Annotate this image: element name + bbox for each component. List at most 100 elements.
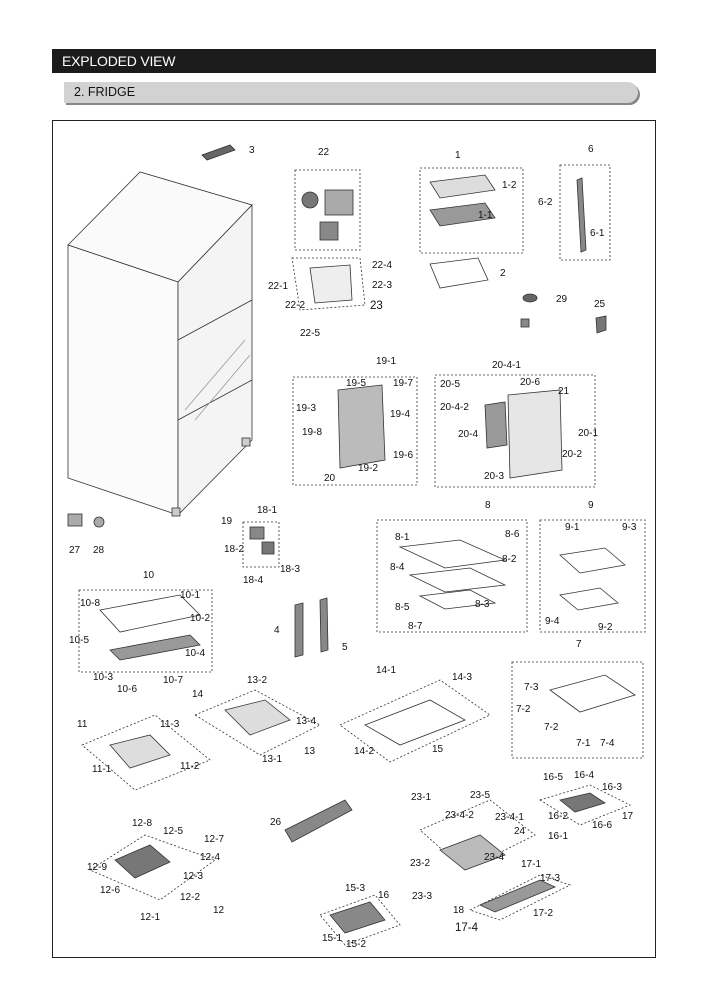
callout-label: 19-5 bbox=[346, 378, 366, 389]
callout-label: 7-2 bbox=[516, 704, 531, 715]
callout-label: 12-2 bbox=[180, 892, 200, 903]
callout-label: 15 bbox=[432, 744, 444, 755]
callout-label: 2 bbox=[500, 268, 506, 279]
callout-label: 7-3 bbox=[524, 682, 539, 693]
callout-label: 20-4-1 bbox=[492, 360, 521, 371]
callout-label: 22-2 bbox=[285, 300, 305, 311]
callout-label: 9-1 bbox=[565, 522, 580, 533]
callout-label: 22-3 bbox=[372, 280, 392, 291]
callout-label: 16-3 bbox=[602, 782, 622, 793]
callout-label: 5 bbox=[342, 642, 348, 653]
header-bar: EXPLODED VIEW bbox=[52, 49, 656, 73]
callout-label: 17-1 bbox=[521, 859, 541, 870]
callout-label: 16-1 bbox=[548, 831, 568, 842]
callout-label: 16 bbox=[378, 890, 390, 901]
callout-labels: 1 1-1 1-2 2 3 4 5 6 6-1 6-2 7 7-1 7-2 7-… bbox=[69, 144, 637, 950]
diagram-frame bbox=[52, 120, 656, 958]
callout-label: 12-6 bbox=[100, 885, 120, 896]
callout-label: 10-8 bbox=[80, 598, 100, 609]
callout-label: 4 bbox=[274, 625, 280, 636]
callout-label: 1-1 bbox=[478, 210, 493, 221]
fridge-cabinet-drawing bbox=[67, 171, 253, 517]
callout-label: 8-3 bbox=[475, 599, 490, 610]
callout-label: 22-1 bbox=[268, 281, 288, 292]
section-title: 2. FRIDGE bbox=[74, 85, 136, 99]
callout-label: 23-4 bbox=[484, 852, 504, 863]
callout-label: 10-1 bbox=[180, 590, 200, 601]
callout-label: 12-1 bbox=[140, 912, 160, 923]
callout-label: 23-4-2 bbox=[445, 810, 474, 821]
callout-label: 19-8 bbox=[302, 427, 322, 438]
callout-label: 15-3 bbox=[345, 883, 365, 894]
callout-label: 17-3 bbox=[540, 873, 560, 884]
callout-label: 7 bbox=[576, 639, 582, 650]
callout-label: 19-3 bbox=[296, 403, 316, 414]
callout-label: 25 bbox=[594, 299, 606, 310]
callout-label: 1-2 bbox=[502, 180, 517, 191]
callout-label: 23-4-1 bbox=[495, 812, 524, 823]
callout-label: 13-2 bbox=[247, 675, 267, 686]
callout-label: 1 bbox=[455, 150, 461, 161]
callout-label: 9-2 bbox=[598, 622, 613, 633]
callout-label: 20-4-2 bbox=[440, 402, 469, 413]
callout-label: 8 bbox=[485, 500, 491, 511]
callout-label: 23-3 bbox=[412, 891, 432, 902]
callout-label: 9-3 bbox=[622, 522, 637, 533]
callout-label: 11-2 bbox=[180, 761, 200, 772]
callout-label: 10 bbox=[143, 570, 155, 581]
callout-label: 12-8 bbox=[132, 818, 152, 829]
callout-label: 18 bbox=[453, 905, 465, 916]
callout-label: 23-2 bbox=[410, 858, 430, 869]
callout-label: 18-2 bbox=[224, 544, 244, 555]
callout-label: 22 bbox=[318, 147, 330, 158]
section-tab: 2. FRIDGE bbox=[64, 82, 638, 103]
callout-label: 12-9 bbox=[87, 862, 107, 873]
callout-label: 14-1 bbox=[376, 665, 396, 676]
callout-label: 12-4 bbox=[200, 852, 220, 863]
callout-label: 12-3 bbox=[183, 871, 203, 882]
callout-label: 12 bbox=[213, 905, 225, 916]
callout-label: 6-2 bbox=[538, 197, 553, 208]
callout-label: 10-5 bbox=[69, 635, 89, 646]
callout-label: 15-1 bbox=[322, 933, 342, 944]
callout-label: 27 bbox=[69, 545, 81, 556]
callout-label: 10-6 bbox=[117, 684, 137, 695]
callout-label: 23 bbox=[370, 300, 383, 312]
callout-label: 16-5 bbox=[543, 772, 563, 783]
callout-label: 21 bbox=[558, 386, 570, 397]
callout-label: 9-4 bbox=[545, 616, 560, 627]
callout-label: 26 bbox=[270, 817, 282, 828]
callout-label: 14 bbox=[192, 689, 204, 700]
callout-label: 18-3 bbox=[280, 564, 300, 575]
callout-label: 17 bbox=[622, 811, 634, 822]
callout-label: 9 bbox=[588, 500, 594, 511]
callout-label: 15-2 bbox=[346, 939, 366, 950]
callout-label: 16-4 bbox=[574, 770, 594, 781]
callout-label: 10-3 bbox=[93, 672, 113, 683]
callout-label: 13-4 bbox=[296, 716, 316, 727]
callout-label: 22-4 bbox=[372, 260, 392, 271]
callout-label: 20-1 bbox=[578, 428, 598, 439]
callout-label: 8-2 bbox=[502, 554, 517, 565]
callout-label: 19-2 bbox=[358, 463, 378, 474]
callout-label: 6-1 bbox=[590, 228, 605, 239]
callout-label: 19-7 bbox=[393, 378, 413, 389]
part-3-drawing bbox=[201, 144, 236, 161]
callout-label: 20-3 bbox=[484, 471, 504, 482]
callout-label: 20 bbox=[324, 473, 336, 484]
callout-label: 7-1 bbox=[576, 738, 591, 749]
callout-label: 10-7 bbox=[163, 675, 183, 686]
callout-label: 14-2 bbox=[354, 746, 374, 757]
callout-label: 6 bbox=[588, 144, 594, 155]
callout-label: 10-4 bbox=[185, 648, 205, 659]
callout-label: 20-6 bbox=[520, 377, 540, 388]
callout-label: 8-5 bbox=[395, 602, 410, 613]
callout-label: 10-2 bbox=[190, 613, 210, 624]
callout-label: 28 bbox=[93, 545, 105, 556]
callout-label: 20-5 bbox=[440, 379, 460, 390]
callout-label: 12-5 bbox=[163, 826, 183, 837]
callout-label: 19-1 bbox=[376, 356, 396, 367]
callout-label: 8-7 bbox=[408, 621, 423, 632]
callout-label: 13 bbox=[304, 746, 316, 757]
